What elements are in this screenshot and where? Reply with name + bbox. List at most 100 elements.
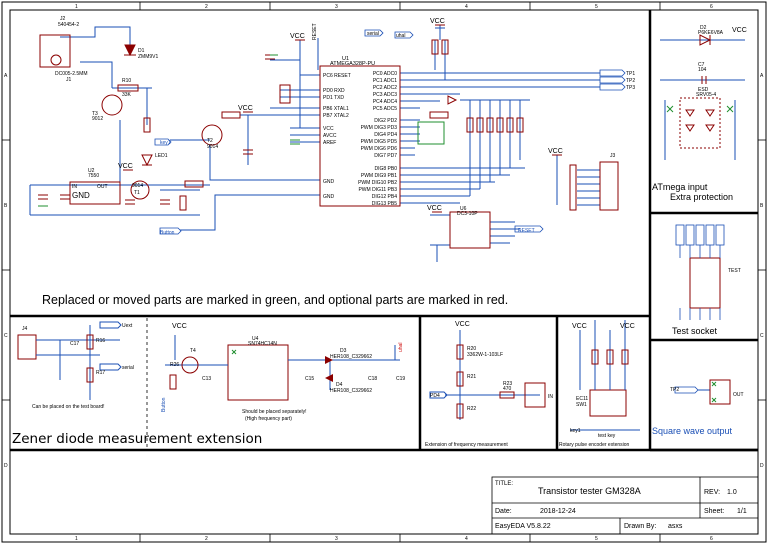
separately-note-1: Should be placed separately! (242, 409, 307, 415)
rev-label: REV: (704, 489, 720, 496)
mcu-left-pin: AVCC (323, 133, 337, 139)
j3-ref: J3 (610, 153, 616, 159)
t3-part: 9012 (92, 116, 103, 122)
c15-ref: C15 (305, 376, 314, 382)
d4-part: HER108_C329662 (330, 388, 372, 394)
u2-part: 7550 (88, 173, 99, 179)
r26-ref: R26 (170, 362, 179, 368)
u2-out: OUT (97, 184, 108, 190)
mcu-right-pin: PWM DIG10 PB2 (358, 180, 397, 186)
row-d-right: D (760, 463, 764, 469)
sheet-value: 1/1 (737, 508, 747, 515)
uext-label: Uext (122, 323, 133, 329)
separately-note-2: (High frequency part) (245, 416, 292, 422)
r10-ref: R10 (122, 78, 131, 84)
freq-in: IN (548, 394, 553, 400)
tool-name: EasyEDA V5.8.22 (495, 523, 551, 530)
serial-label-2: serial (122, 365, 134, 371)
vcc-hf: VCC (172, 323, 187, 330)
reset-vertical: RESET (312, 23, 318, 40)
vcc-label-2: VCC (430, 18, 445, 25)
key1-rot: key1 (570, 428, 581, 434)
led-ref: LED1 (155, 153, 168, 159)
mcu-right-pin: PWM DIG11 PB3 (358, 187, 397, 193)
drawn-value: asxs (668, 523, 683, 530)
zener-title: Zener diode measurement extension (12, 431, 262, 447)
vcc-symbols (123, 24, 562, 213)
row-b-right: B (760, 203, 764, 209)
button-vertical: Button (161, 397, 167, 412)
main-wires (29, 25, 600, 262)
test-board-note: Can be placed on the test board! (32, 404, 105, 410)
atmega-input-section: D2 P6KE6V8A VCC C7 104 ESD SRV05-4 ATmeg… (652, 25, 747, 202)
col-4-top: 4 (465, 4, 468, 10)
mcu-right-pin: DIG7 PD7 (374, 153, 397, 159)
mcu-right-pin: PWM DIG3 PD3 (361, 125, 398, 131)
t3-ref: T3 (92, 111, 98, 117)
mcu-reference: U1 (342, 56, 349, 62)
row-c-right: C (760, 333, 764, 339)
t2-ref: T2 (207, 138, 213, 144)
test-label: TEST (728, 268, 741, 274)
j2-ref: J2 (60, 16, 66, 22)
vcc-rot-1: VCC (572, 323, 587, 330)
u4-ref: U4 (252, 336, 259, 342)
r20-part: 3362W-1-103LF (467, 352, 503, 358)
r20-ref: R20 (467, 346, 476, 352)
col-6-top: 6 (710, 4, 713, 10)
row-a-right: A (760, 73, 764, 79)
green-parts (38, 54, 445, 207)
row-d-left: D (4, 463, 8, 469)
t1-ref: T1 (134, 190, 140, 196)
col-2-top: 2 (205, 4, 208, 10)
col-3-top: 3 (335, 4, 338, 10)
d4-ref: D4 (336, 382, 343, 388)
mcu-left-pin: PB6 XTAL1 (323, 106, 349, 112)
r16-ref: R16 (96, 338, 105, 344)
d2-ref: D2 (700, 25, 707, 31)
r23-ref: R23 (503, 381, 512, 387)
d3-part: HER108_C329662 (330, 354, 372, 360)
vcc-atmega: VCC (732, 27, 747, 34)
sheet-label: Sheet: (704, 508, 724, 515)
title-text: Transistor tester GM328A (538, 486, 641, 496)
title-block (491, 476, 759, 535)
mcu-part: ATMEGA328P-PU (330, 61, 375, 67)
mcu-right-pin: DIG4 PD4 (374, 132, 397, 138)
c19-ref: C19 (396, 376, 405, 382)
mcu-right-pin: PC0 ADC0 (373, 71, 397, 77)
rotary-ext-note: Rotary pulse encoder extension (559, 442, 630, 448)
tp-labels (154, 29, 626, 235)
sq-out: OUT (733, 392, 744, 398)
freq-ext-note: Extension of frequency measurement (425, 442, 508, 448)
drawn-label: Drawn By: (624, 523, 656, 530)
freq-ext-section: VCC R20 3362W-1-103LF R21 R22 R23 470 PD… (425, 321, 553, 448)
mcu-left-pin: GND (323, 179, 335, 185)
col-5-bottom: 5 (595, 536, 598, 542)
date-label: Date: (495, 508, 512, 515)
r17-ref: R17 (96, 370, 105, 376)
test-board-section: J4 C17 R16 R17 Uext serial Can be placed… (12, 321, 262, 447)
col-1-top: 1 (75, 4, 78, 10)
mcu-left-pin: VCC (323, 126, 334, 132)
mcu-right-pin: PWM DIG9 PB1 (361, 173, 397, 179)
section-dividers (10, 10, 758, 452)
r21-ref: R21 (467, 374, 476, 380)
t1-part: 9014 (132, 183, 143, 189)
rev-value: 1.0 (727, 489, 737, 496)
c17-ref: C17 (70, 341, 79, 347)
u4-part: SN74HC14N (248, 341, 277, 347)
mcu-left-pin: PD0 RXD (323, 88, 345, 94)
j1-ref: J1 (66, 77, 72, 83)
mcu-right-pin: DIG13 PB5 (372, 201, 398, 207)
uhal-vertical: uhal (398, 343, 404, 352)
date-value: 2018-12-24 (540, 508, 576, 515)
col-2-bottom: 2 (205, 536, 208, 542)
vcc-label-3: VCC (118, 163, 133, 170)
col-4-bottom: 4 (465, 536, 468, 542)
mcu-right-pin: PC1 ADC1 (373, 78, 397, 84)
tp2-sq: TP2 (670, 387, 679, 393)
